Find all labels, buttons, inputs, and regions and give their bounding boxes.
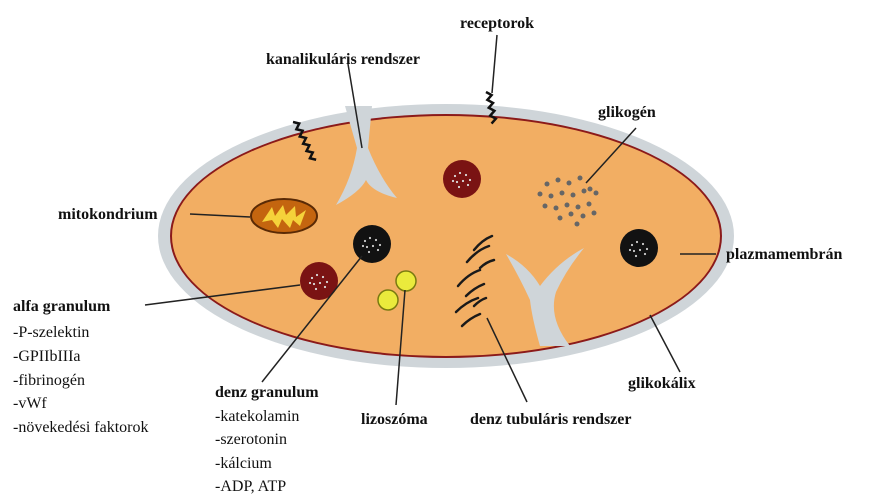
dense-granule-list: denz granulum -katekolamin -szerotonin -… (215, 384, 319, 494)
alpha-granule-item: -P-szelektin (13, 324, 89, 341)
label-canalicular-system: kanalikuláris rendszer (266, 51, 420, 68)
label-mitochondrion: mitokondrium (58, 206, 158, 223)
label-glycogen: glikogén (598, 104, 656, 121)
label-plasma-membrane: plazmamembrán (726, 246, 843, 263)
dense-granule-item: -ADP, ATP (215, 478, 286, 494)
alpha-granule-item: -GPIIbIIIa (13, 348, 81, 365)
dense-granule-right (620, 229, 658, 267)
alpha-granule-item: -fibrinogén (13, 372, 85, 389)
alpha-granule-title: alfa granulum (13, 298, 111, 315)
label-lysosome: lizoszóma (361, 411, 428, 428)
alpha-granule-item: -növekedési faktorok (13, 419, 149, 436)
dense-granule-item: -kálcium (215, 455, 272, 472)
alpha-granule-top (443, 160, 481, 198)
label-dense-tubular-system: denz tubuláris rendszer (470, 411, 631, 428)
dense-granule-item: -szerotonin (215, 431, 287, 448)
dense-granule-center (353, 225, 391, 263)
dense-granule-title: denz granulum (215, 384, 319, 401)
label-glycocalyx: glikokálix (628, 375, 696, 392)
lysosome-2 (378, 290, 398, 310)
lysosome-1 (396, 271, 416, 291)
alpha-granule-list: alfa granulum -P-szelektin -GPIIbIIIa -f… (13, 298, 149, 436)
alpha-granule-item: -vWf (13, 395, 47, 412)
mitochondrion (251, 199, 317, 233)
label-receptors: receptorok (460, 15, 534, 32)
dense-granule-item: -katekolamin (215, 408, 299, 425)
